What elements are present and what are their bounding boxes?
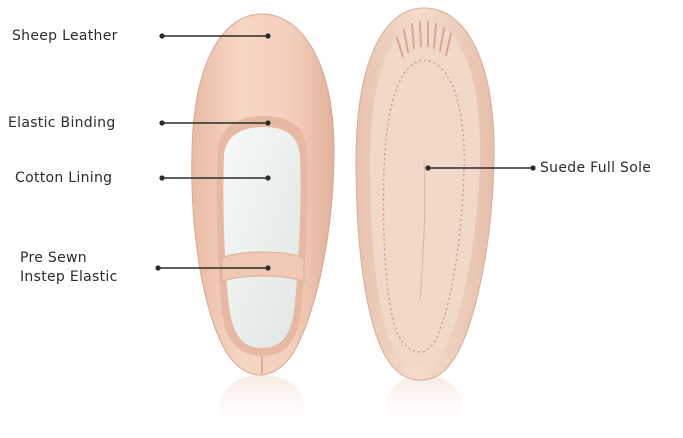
cotton-lining-label: Cotton Lining <box>15 169 112 187</box>
left-shoe-reflection <box>220 375 304 435</box>
sheep-leather-label: Sheep Leather <box>12 27 118 45</box>
suede-full-sole-label: Suede Full Sole <box>540 159 651 177</box>
left-shoe-cotton-lining <box>223 127 300 348</box>
right-shoe <box>356 8 494 380</box>
pre-sewn-label: Pre Sewn Instep Elastic <box>20 249 118 287</box>
right-shoe-reflection <box>386 375 462 435</box>
pre-sewn-label-line1: Pre Sewn <box>20 249 118 268</box>
pre-sewn-label-line2: Instep Elastic <box>20 268 118 287</box>
elastic-binding-label: Elastic Binding <box>8 114 116 132</box>
left-shoe <box>192 14 334 375</box>
